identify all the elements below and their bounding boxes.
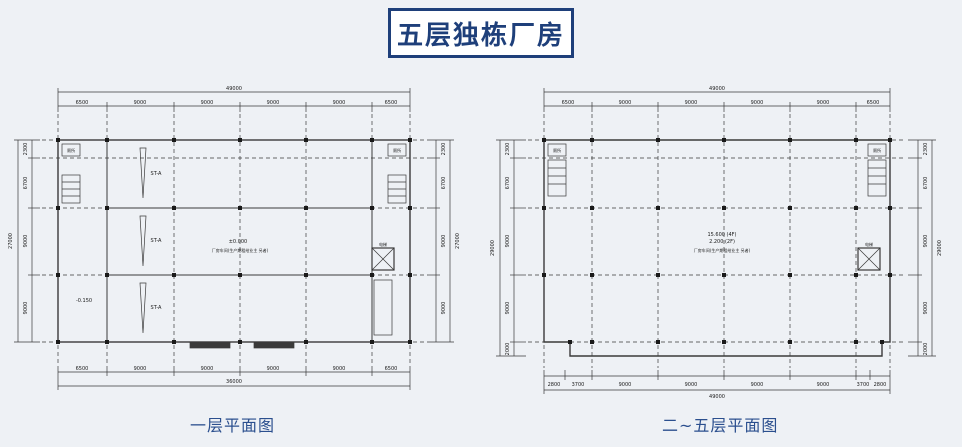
dim-top: 9000 xyxy=(333,100,346,106)
room-note: 厂房车间(生产期租给业主 另者) xyxy=(212,247,269,253)
dim-bottom: 9000 xyxy=(619,382,632,388)
dim-left-total: 29000 xyxy=(490,240,496,256)
dim-left: 9000 xyxy=(505,235,511,248)
elevation-low-label: -0.150 xyxy=(76,298,92,304)
lift-label: 电梯 xyxy=(379,241,387,247)
upper-floor-plan: 49000 6500 9000 9000 9000 9000 6500 2800… xyxy=(490,86,943,400)
dim-bottom: 6500 xyxy=(76,366,89,372)
dim-bottom-total: 49000 xyxy=(709,394,725,400)
toilet-label: 厕所 xyxy=(393,147,401,153)
dim-right-total: 27000 xyxy=(455,233,461,249)
ground-floor-caption: 一层平面图 xyxy=(190,416,276,435)
dim-left: 6700 xyxy=(505,177,511,190)
dim-bottom: 2800 xyxy=(548,382,561,388)
toilet-label: 厕所 xyxy=(67,147,75,153)
dim-top-total: 49000 xyxy=(709,86,725,92)
dim-bottom: 2800 xyxy=(874,382,887,388)
dim-top: 9000 xyxy=(685,100,698,106)
upper-floor-caption: 二~五层平面图 xyxy=(662,416,779,435)
room-label: ST-A xyxy=(151,238,162,244)
dim-left: 9000 xyxy=(23,302,29,315)
dim-bottom: 9000 xyxy=(267,366,280,372)
dim-left: 2300 xyxy=(505,143,511,156)
dim-right-total: 29000 xyxy=(937,240,943,256)
page-title: 五层独栋厂房 xyxy=(396,20,565,51)
dim-bottom: 3700 xyxy=(572,382,585,388)
dim-right: 2300 xyxy=(923,143,929,156)
elevation-label: ±0.000 xyxy=(229,239,248,245)
dim-top: 9000 xyxy=(619,100,632,106)
dim-top: 9000 xyxy=(817,100,830,106)
dim-left: 6700 xyxy=(23,177,29,190)
dim-right: 6700 xyxy=(441,177,447,190)
elevation-label: 15.600 (4F) xyxy=(707,232,736,238)
dim-left-total: 27000 xyxy=(8,233,14,249)
dim-top: 6500 xyxy=(76,100,89,106)
dim-top: 9000 xyxy=(267,100,280,106)
dim-right: 9000 xyxy=(923,302,929,315)
dim-left: 9000 xyxy=(23,235,29,248)
dim-right: 9000 xyxy=(441,235,447,248)
dim-bottom: 9000 xyxy=(685,382,698,388)
dim-right: 2300 xyxy=(441,143,447,156)
dim-left: 9000 xyxy=(505,302,511,315)
dim-left: 2000 xyxy=(505,343,511,356)
dim-bottom: 9000 xyxy=(201,366,214,372)
dim-left: 2300 xyxy=(23,143,29,156)
dim-top: 9000 xyxy=(751,100,764,106)
dim-top-total: 49000 xyxy=(226,86,242,92)
dim-bottom-total: 36000 xyxy=(226,379,242,385)
title-box: 五层独栋厂房 xyxy=(388,8,574,58)
dim-right: 9000 xyxy=(923,235,929,248)
dim-top: 9000 xyxy=(134,100,147,106)
dim-top: 9000 xyxy=(201,100,214,106)
dim-right: 2000 xyxy=(923,343,929,356)
dim-top: 6500 xyxy=(385,100,398,106)
toilet-label: 厕所 xyxy=(553,147,561,153)
dim-top: 6500 xyxy=(562,100,575,106)
dim-right: 9000 xyxy=(441,302,447,315)
dim-bottom: 9000 xyxy=(751,382,764,388)
dim-bottom: 9000 xyxy=(817,382,830,388)
dim-bottom: 6500 xyxy=(385,366,398,372)
dim-right: 6700 xyxy=(923,177,929,190)
dim-bottom: 9000 xyxy=(134,366,147,372)
room-note: 厂房车间(生产期租给业主 另者) xyxy=(694,247,751,253)
toilet-label: 厕所 xyxy=(873,147,881,153)
dim-top: 6500 xyxy=(867,100,880,106)
elevation-sub-label: 2.200 (2F) xyxy=(709,239,735,245)
dim-bottom: 9000 xyxy=(333,366,346,372)
lift-label: 电梯 xyxy=(865,241,873,247)
dim-bottom: 3700 xyxy=(857,382,870,388)
room-label: ST-A xyxy=(151,305,162,311)
ground-floor-plan: 49000 6500 9000 9000 9000 9000 6500 6500… xyxy=(8,86,461,390)
room-label: ST-A xyxy=(151,171,162,177)
